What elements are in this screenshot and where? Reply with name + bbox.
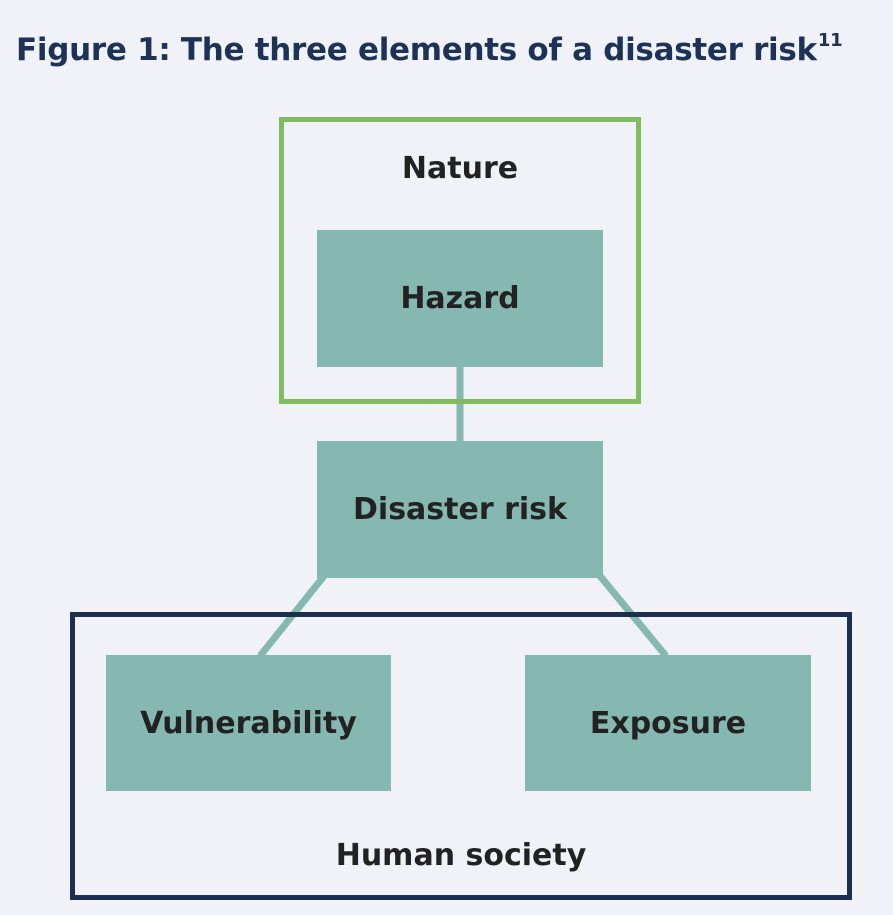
exposure-node: Exposure (525, 655, 811, 791)
vulnerability-node: Vulnerability (106, 655, 391, 791)
disaster-risk-node: Disaster risk (317, 441, 603, 578)
nature-group-frame (279, 117, 641, 404)
figure-title-text: Figure 1: The three elements of a disast… (16, 32, 817, 68)
human-society-group-frame (70, 612, 852, 900)
footnote-marker: 11 (817, 29, 843, 51)
figure-title: Figure 1: The three elements of a disast… (16, 29, 843, 68)
nature-group-label: Nature (401, 151, 519, 186)
human-society-group-label: Human society (335, 838, 587, 873)
hazard-node: Hazard (317, 230, 603, 367)
